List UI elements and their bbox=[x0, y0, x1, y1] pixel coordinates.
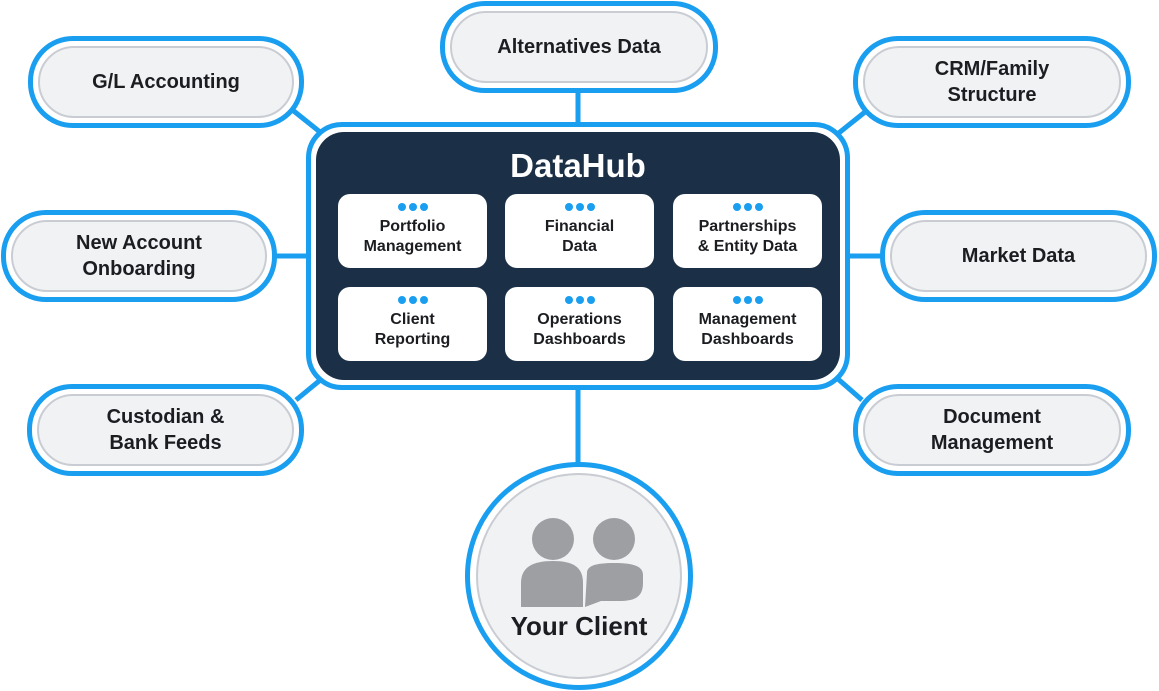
source-gl-accounting: G/L Accounting bbox=[28, 36, 304, 128]
source-new-account-onboarding: New Account Onboarding bbox=[1, 210, 277, 302]
module-dots-icon bbox=[338, 203, 487, 211]
module-label: Financial Data bbox=[544, 218, 615, 255]
module-label: Partnerships & Entity Data bbox=[697, 218, 798, 255]
source-label: G/L Accounting bbox=[38, 46, 294, 118]
module-label: Operations Dashboards bbox=[533, 311, 626, 348]
module-partnerships-entity-data: Partnerships & Entity Data bbox=[673, 194, 822, 268]
source-custodian-bank-feeds: Custodian & Bank Feeds bbox=[27, 384, 304, 476]
source-label: Market Data bbox=[890, 220, 1147, 292]
source-label: Document Management bbox=[863, 394, 1121, 466]
users-icon bbox=[521, 518, 643, 607]
module-dots-icon bbox=[338, 296, 487, 304]
datahub-body: DataHub Portfolio Management Financial D… bbox=[316, 132, 840, 380]
client-circle: Your Client bbox=[465, 462, 693, 690]
module-label: Portfolio Management bbox=[363, 218, 462, 255]
module-label: Client Reporting bbox=[374, 311, 451, 348]
source-label: Custodian & Bank Feeds bbox=[37, 394, 294, 466]
source-label: Alternatives Data bbox=[450, 11, 708, 83]
datahub-panel: DataHub Portfolio Management Financial D… bbox=[306, 122, 850, 390]
client-body: Your Client bbox=[476, 473, 682, 679]
module-dots-icon bbox=[505, 296, 654, 304]
datahub-title: DataHub bbox=[510, 147, 646, 184]
module-financial-data: Financial Data bbox=[505, 194, 654, 268]
module-dots-icon bbox=[673, 296, 822, 304]
source-alternatives-data: Alternatives Data bbox=[440, 1, 718, 93]
source-label: CRM/Family Structure bbox=[863, 46, 1121, 118]
source-document-management: Document Management bbox=[853, 384, 1131, 476]
module-client-reporting: Client Reporting bbox=[338, 287, 487, 361]
client-label: Your Client bbox=[510, 611, 648, 641]
module-management-dashboards: Management Dashboards bbox=[673, 287, 822, 361]
module-dots-icon bbox=[673, 203, 822, 211]
module-dots-icon bbox=[505, 203, 654, 211]
source-label: New Account Onboarding bbox=[11, 220, 267, 292]
module-portfolio-management: Portfolio Management bbox=[338, 194, 487, 268]
module-operations-dashboards: Operations Dashboards bbox=[505, 287, 654, 361]
source-crm-family-structure: CRM/Family Structure bbox=[853, 36, 1131, 128]
source-market-data: Market Data bbox=[880, 210, 1157, 302]
module-label: Management Dashboards bbox=[698, 311, 797, 348]
